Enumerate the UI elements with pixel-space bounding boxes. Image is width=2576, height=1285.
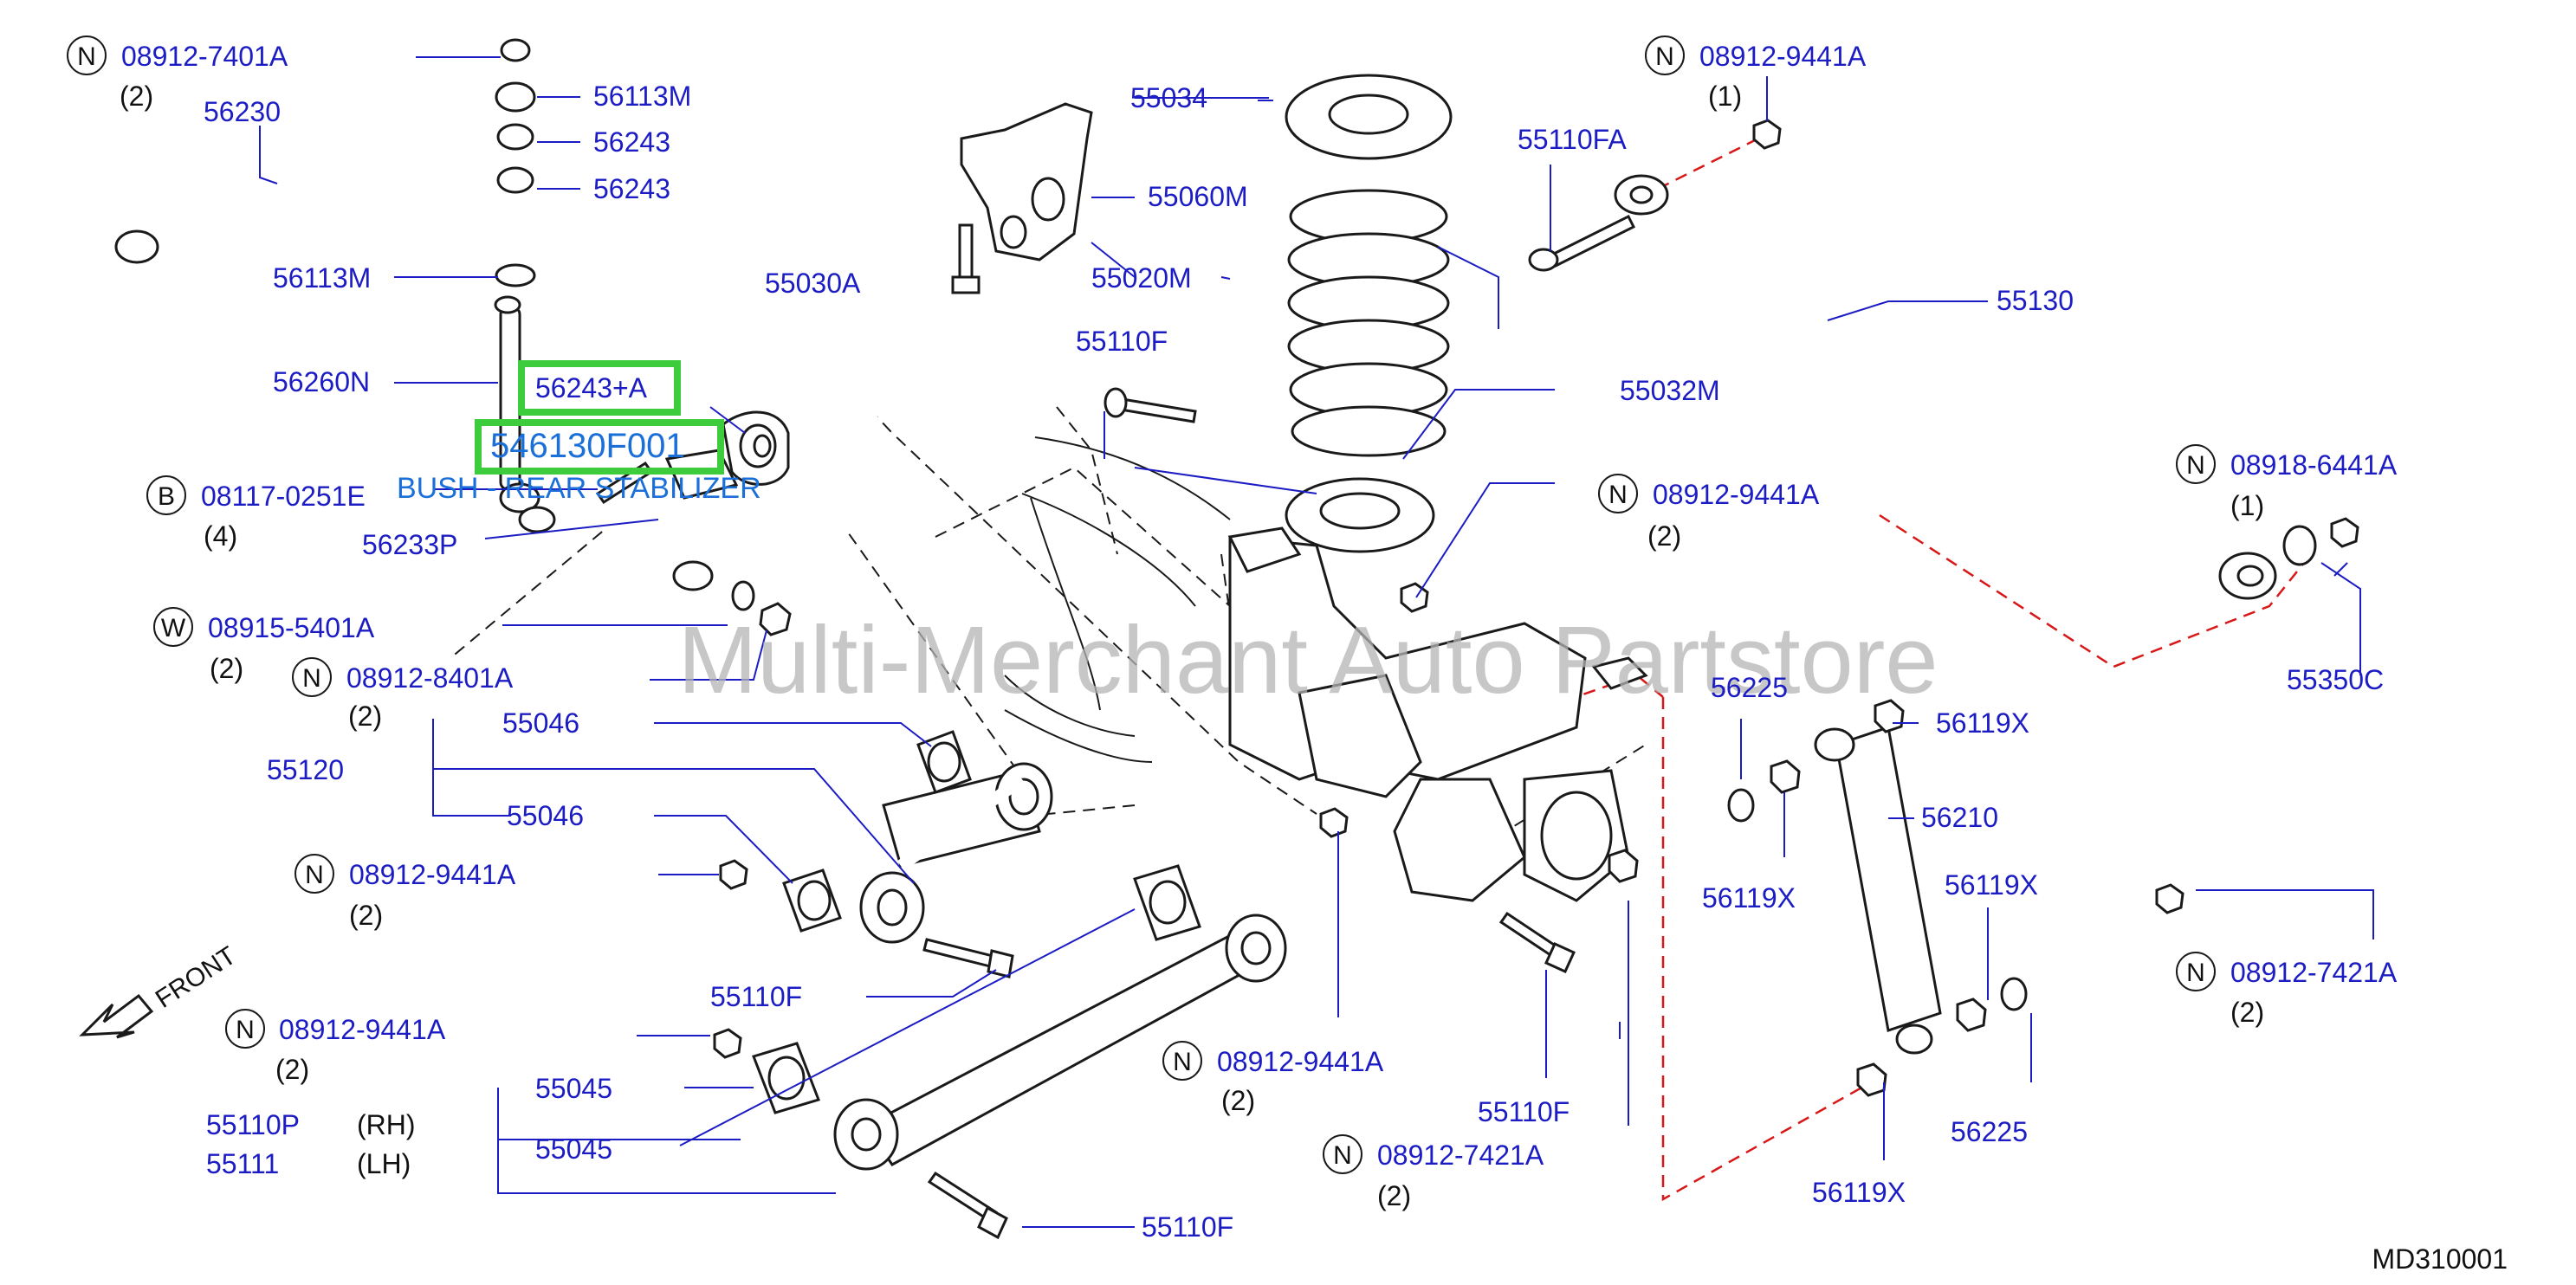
part-labels: N 08912-7401A (2) 56230 56113M 56243 562… [67, 36, 2508, 1275]
part-number[interactable]: 08912-9441A [1653, 479, 1820, 510]
part-number[interactable]: 56119X [1812, 1177, 1906, 1208]
nut-prefix: N [2186, 959, 2205, 987]
part-number[interactable]: 55110F [710, 981, 802, 1012]
parts-drawing [79, 38, 2359, 1240]
highlight-box-oem [475, 419, 724, 475]
quantity: (1) [2230, 490, 2264, 521]
part-number[interactable]: 08912-7421A [2230, 957, 2398, 988]
quantity: (2) [349, 900, 383, 931]
part-number[interactable]: 56260N [273, 366, 370, 397]
callout-08912-7421A[interactable]: N 08912-7421A [2176, 952, 2398, 991]
callout-08912-9441A[interactable]: N 08912-9441A [1162, 1041, 1384, 1081]
part-number[interactable]: 55110F [1142, 1211, 1233, 1243]
part-number[interactable]: 55020M [1091, 262, 1192, 294]
part-number[interactable]: 55032M [1620, 375, 1720, 406]
quantity: (2) [275, 1054, 309, 1085]
quantity: (2) [1377, 1180, 1411, 1211]
part-number[interactable]: 08912-8401A [346, 662, 514, 694]
part-number[interactable]: 56225 [1711, 672, 1788, 703]
bolt-prefix: B [158, 482, 175, 511]
part-number[interactable]: 55034 [1130, 82, 1207, 113]
part-number[interactable]: 56243 [593, 173, 670, 204]
part-number[interactable]: 56119X [1936, 707, 2029, 739]
part-number[interactable]: 56119X [1945, 869, 2038, 901]
quantity: (2) [120, 81, 153, 112]
washer-prefix: W [161, 614, 186, 642]
nut-prefix: N [236, 1016, 255, 1044]
part-number[interactable]: 55111 [206, 1148, 279, 1179]
callout-08912-9441A[interactable]: N 08912-9441A [1598, 474, 1820, 513]
part-number[interactable]: 56233P [362, 529, 457, 560]
part-number[interactable]: 55045 [535, 1073, 612, 1104]
highlight-oem-number[interactable]: 546130F001 [490, 427, 685, 465]
part-number[interactable]: 55110FA [1518, 124, 1627, 155]
callout-08912-7401A[interactable]: N 08912-7401A [67, 36, 288, 75]
part-number[interactable]: 56210 [1921, 802, 1998, 833]
nut-prefix: N [1655, 42, 1674, 71]
nut-prefix: N [1333, 1141, 1352, 1170]
nut-prefix: N [77, 42, 96, 71]
callout-08915-5401A[interactable]: W 08915-5401A [153, 607, 375, 647]
callout-08912-9441A[interactable]: N 08912-9441A [225, 1009, 446, 1049]
highlight-description: BUSH - REAR STABILIZER [397, 472, 761, 505]
quantity: (1) [1708, 81, 1742, 112]
part-number[interactable]: 55045 [535, 1133, 612, 1165]
part-number[interactable]: 55130 [1997, 285, 2074, 316]
part-number[interactable]: 08912-9441A [349, 859, 516, 890]
diagram-code: MD310001 [2372, 1243, 2508, 1275]
part-number[interactable]: 55120 [267, 754, 344, 785]
part-number[interactable]: 55110F [1478, 1096, 1570, 1127]
coil-spring-drawing [1287, 189, 1450, 457]
quantity: (2) [210, 653, 243, 684]
part-number[interactable]: 08912-9441A [1217, 1046, 1384, 1077]
nut-prefix: N [1173, 1048, 1192, 1076]
quantity: (2) [348, 701, 382, 732]
watermark: Multi-Merchant Auto Partstore [677, 607, 1938, 714]
part-number[interactable]: 08912-9441A [1699, 41, 1867, 72]
callout-08912-9441A[interactable]: N 08912-9441A [1645, 36, 1867, 75]
quantity: (2) [1221, 1085, 1255, 1116]
part-number[interactable]: 08918-6441A [2230, 449, 2398, 481]
side-label: (RH) [357, 1109, 416, 1140]
nut-prefix: N [1608, 481, 1628, 509]
callout-08912-8401A[interactable]: N 08912-8401A [292, 657, 514, 697]
highlight-part-number[interactable]: 56243+A [535, 372, 648, 404]
callout-08912-7421A[interactable]: N 08912-7421A [1323, 1134, 1544, 1174]
callout-08117-0251E[interactable]: B 08117-0251E [146, 475, 366, 515]
quantity: (2) [1647, 520, 1681, 552]
part-number[interactable]: 55350C [2287, 664, 2384, 695]
highlight-callout[interactable]: 56243+A 546130F001 BUSH - REAR STABILIZE… [397, 360, 761, 505]
side-label: (LH) [357, 1148, 411, 1179]
quantity: (4) [204, 520, 237, 552]
part-number[interactable]: 56113M [593, 81, 691, 112]
nut-prefix: N [2186, 451, 2205, 480]
part-number[interactable]: 55110F [1076, 326, 1168, 357]
part-number[interactable]: 55060M [1148, 181, 1248, 212]
callout-08918-6441A[interactable]: N 08918-6441A [2176, 444, 2398, 484]
front-label: FRONT [151, 941, 242, 1014]
part-number[interactable]: 56243 [593, 126, 670, 158]
part-number[interactable]: 08912-7421A [1377, 1140, 1544, 1171]
part-number[interactable]: 55046 [502, 707, 579, 739]
part-number[interactable]: 08912-7401A [121, 41, 288, 72]
part-number[interactable]: 56230 [204, 96, 281, 127]
part-number[interactable]: 55110P [206, 1109, 300, 1140]
part-number[interactable]: 08915-5401A [208, 612, 375, 643]
part-number[interactable]: 56119X [1702, 882, 1796, 914]
part-number[interactable]: 56225 [1951, 1116, 2028, 1147]
quantity: (2) [2230, 997, 2264, 1028]
part-number[interactable]: 56113M [273, 262, 371, 294]
part-number[interactable]: 55030A [765, 268, 861, 299]
leader-lines [259, 56, 2374, 1228]
part-number[interactable]: 55046 [507, 800, 584, 831]
part-number[interactable]: 08117-0251E [201, 481, 366, 512]
highlight-box-part [518, 360, 681, 416]
nut-prefix: N [305, 861, 324, 889]
nut-prefix: N [302, 664, 321, 693]
part-number[interactable]: 08912-9441A [279, 1014, 446, 1045]
callout-08912-9441A[interactable]: N 08912-9441A [294, 854, 516, 894]
